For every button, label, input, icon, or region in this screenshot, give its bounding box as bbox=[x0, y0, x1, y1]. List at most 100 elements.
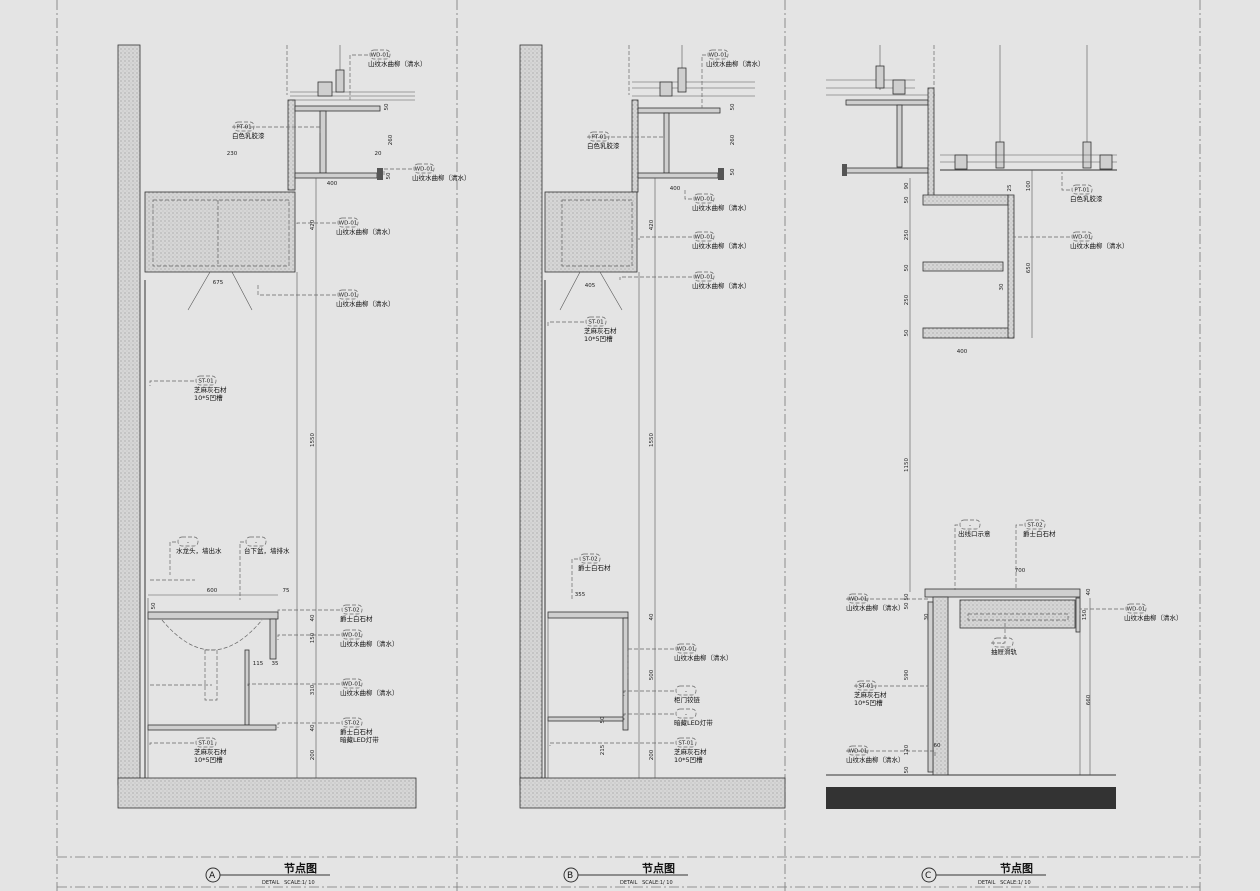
leader-line bbox=[846, 598, 929, 603]
tag-bubble bbox=[847, 745, 869, 756]
material-name: 抽屉滑轨 bbox=[991, 647, 1018, 656]
dimension-value: 500 bbox=[649, 669, 655, 680]
leader-line bbox=[169, 541, 176, 575]
tag-bubble bbox=[693, 231, 715, 242]
leader-line bbox=[623, 690, 674, 696]
material-tag: - bbox=[1002, 641, 1004, 647]
material-tag: WD-01 bbox=[695, 235, 714, 241]
tag-bubble bbox=[992, 637, 1014, 648]
material-name: 山纹水曲柳（清水） bbox=[368, 59, 427, 68]
leader-line bbox=[638, 236, 692, 240]
material-tag: PT-01 bbox=[591, 135, 606, 141]
tag-bubble bbox=[579, 553, 601, 564]
panel-b-drawing bbox=[519, 44, 786, 809]
dimension-value: 420 bbox=[649, 219, 655, 230]
dimension-value: 50 bbox=[600, 716, 606, 723]
dimension-value: 40 bbox=[1086, 588, 1092, 595]
material-name: 爵士白石材 bbox=[578, 563, 611, 572]
sheet-frame bbox=[56, 0, 1201, 891]
material-tag: WD-01 bbox=[849, 749, 868, 755]
dimension-value: 30 bbox=[924, 613, 930, 620]
leader-line bbox=[277, 634, 340, 640]
material-tag: WD-01 bbox=[1127, 607, 1146, 613]
panel-a-id: A bbox=[209, 871, 216, 881]
leader-line bbox=[1013, 236, 1070, 240]
tag-bubble bbox=[707, 49, 729, 60]
tag-bubble bbox=[341, 629, 363, 640]
tag-bubble bbox=[675, 708, 697, 719]
leader-line bbox=[684, 190, 692, 200]
material-tag: WD-01 bbox=[415, 167, 434, 173]
dimension-value: 310 bbox=[310, 684, 316, 695]
material-name: 暗藏LED灯带 bbox=[674, 718, 713, 727]
material-tag: WD-01 bbox=[709, 53, 728, 59]
dimension-value: 50 bbox=[904, 766, 910, 773]
leader-line bbox=[149, 742, 194, 746]
material-name: 柜门铰链 bbox=[674, 695, 701, 704]
leader-line bbox=[587, 136, 665, 140]
dimension-value: 200 bbox=[649, 749, 655, 760]
floor-slab bbox=[117, 777, 417, 809]
material-tag: - bbox=[685, 712, 687, 718]
panel-a-scale: DETAIL SCALE:1/ 10 bbox=[262, 880, 315, 886]
material-tag: WD-01 bbox=[339, 293, 358, 299]
dimension-value: 400 bbox=[670, 186, 681, 192]
dimension-value: 230 bbox=[227, 151, 238, 157]
material-name: 山纹水曲柳（清水） bbox=[1070, 241, 1129, 250]
material-tag: ST-02 bbox=[1027, 523, 1042, 529]
material-name: 山纹水曲柳（清水） bbox=[692, 241, 751, 250]
dimension-value: 50 bbox=[151, 602, 157, 609]
tag-bubble bbox=[1071, 184, 1093, 195]
dimension-value: 250 bbox=[904, 294, 910, 305]
material-tag: ST-01 bbox=[588, 320, 603, 326]
material-name: 山纹水曲柳（清水） bbox=[340, 639, 399, 648]
material-tag: - bbox=[969, 523, 971, 529]
dimension-value: 50 bbox=[384, 103, 390, 110]
leader-line bbox=[701, 54, 706, 108]
tag-bubble bbox=[337, 217, 359, 228]
tag-bubble bbox=[585, 316, 607, 327]
material-tag: ST-01 bbox=[198, 741, 213, 747]
material-tag: WD-01 bbox=[343, 633, 362, 639]
leader-line bbox=[1061, 172, 1070, 191]
leader-line bbox=[247, 683, 340, 688]
material-name: 芝麻灰石材 bbox=[674, 747, 707, 756]
material-tag: WD-01 bbox=[1073, 235, 1092, 241]
leader-line bbox=[623, 713, 674, 720]
callout-b-9: -暗藏LED灯带 bbox=[623, 708, 713, 727]
leader-line bbox=[277, 722, 340, 728]
dimension-value: 20 bbox=[375, 151, 382, 157]
material-tag: ST-02 bbox=[344, 608, 359, 614]
tag-bubble bbox=[588, 131, 610, 142]
material-tag: ST-01 bbox=[858, 684, 873, 690]
leader-line bbox=[1015, 524, 1023, 590]
tag-bubble bbox=[245, 536, 267, 547]
dimension-value: 150 bbox=[310, 632, 316, 643]
material-tag: WD-01 bbox=[677, 647, 696, 653]
dimension-value: 660 bbox=[1086, 694, 1092, 705]
tag-bubble bbox=[233, 121, 255, 132]
dimension-value: 30 bbox=[999, 283, 1005, 290]
material-note: 10*5凹槽 bbox=[584, 334, 613, 343]
dimension-value: 260 bbox=[388, 134, 394, 145]
panel-c-scale: DETAIL SCALE:1/ 10 bbox=[978, 880, 1031, 886]
callout-a-7: -台下盆，墙排水 bbox=[239, 536, 290, 600]
tag-bubble bbox=[693, 271, 715, 282]
panel-a-title-block: A 节点图 DETAIL SCALE:1/ 10 bbox=[205, 861, 330, 886]
material-name: 山纹水曲柳（清水） bbox=[846, 755, 905, 764]
tag-bubble bbox=[1024, 519, 1046, 530]
tag-bubble bbox=[847, 593, 869, 604]
material-note: 暗藏LED灯带 bbox=[340, 735, 379, 744]
material-name: 水龙头，墙出水 bbox=[176, 546, 222, 555]
tag-bubble bbox=[675, 737, 697, 748]
material-tag: - bbox=[255, 540, 257, 546]
material-name: 山纹水曲柳（清水） bbox=[674, 653, 733, 662]
